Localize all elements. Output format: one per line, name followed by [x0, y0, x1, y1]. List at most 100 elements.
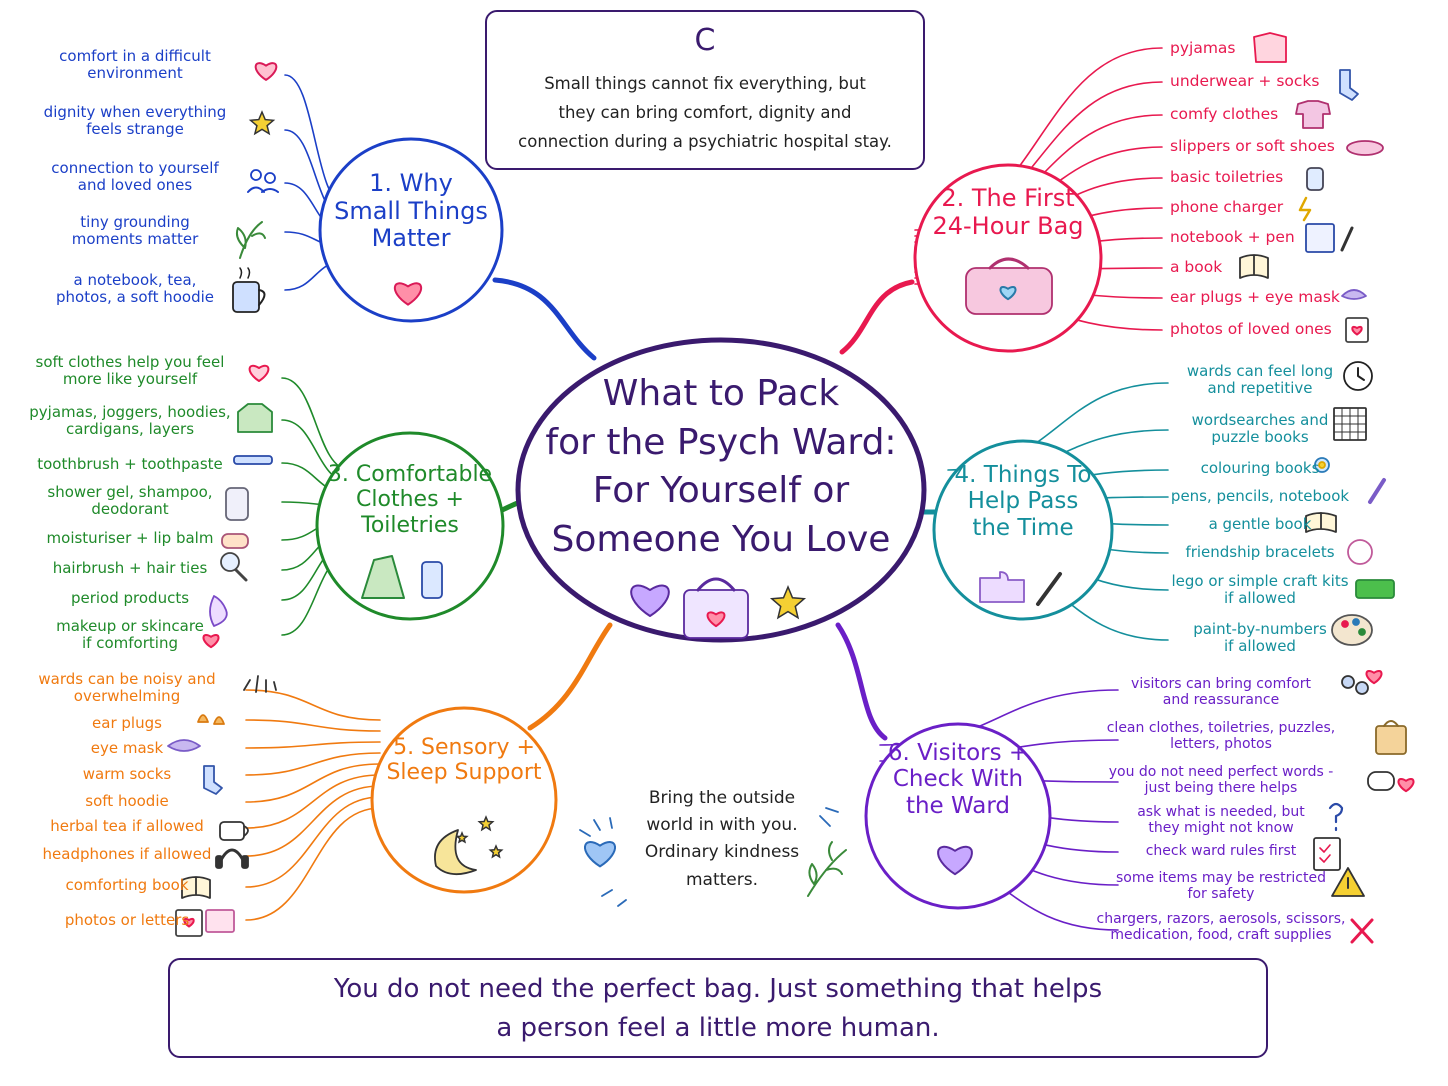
sensory-item-line: soft hoodie: [85, 792, 169, 810]
bag-item: photos of loved ones: [1170, 320, 1332, 339]
core-idea-box: [485, 10, 925, 170]
connector-sensory: [245, 689, 381, 721]
clothes-item-line: shower gel, shampoo,: [47, 483, 213, 501]
clothes-item-line: if comforting: [82, 634, 178, 653]
people-heart-icon: [1341, 675, 1355, 689]
clothes-title-line: Clothes +: [356, 487, 464, 513]
x-icon: [1350, 918, 1374, 944]
clothes-item: shower gel, shampoo,deodorant: [20, 483, 240, 519]
visitors-item-line: for safety: [1187, 886, 1255, 903]
puzzle-icon: [979, 571, 1025, 603]
heart-icon: [583, 841, 617, 868]
bag-item-line: ear plugs + eye mask: [1170, 288, 1340, 306]
heart-icon: [706, 611, 726, 628]
hairbrush-icon: [220, 552, 240, 572]
time-item-line: if allowed: [1224, 637, 1296, 656]
tshirt-icon: [1295, 100, 1331, 129]
book-icon: [181, 876, 211, 899]
sensory-item-line: warm socks: [82, 765, 172, 783]
clothes-item: moisturiser + lip balm: [20, 529, 240, 547]
bag-title-line: 24-Hour Bag: [932, 211, 1084, 240]
why-item: a notebook, tea,photos, a soft hoodie: [20, 271, 250, 307]
connector-sensory: [245, 785, 381, 857]
sensory-title: 5. Sensory +Sleep Support: [372, 735, 556, 786]
clothes-item-line: pyjamas, joggers, hoodies,: [29, 403, 231, 421]
core-idea-title-line: C: [694, 23, 716, 58]
sensory-item-line: comforting book: [65, 876, 189, 894]
toothbrush-icon: [233, 455, 273, 465]
center-title-line: Someone You Love: [551, 518, 891, 560]
why-title-line: Small Things: [334, 196, 488, 225]
time-item-line: if allowed: [1224, 589, 1296, 608]
core-idea-text-line: connection during a psychiatric hospital…: [518, 131, 892, 151]
time-item-line: friendship bracelets: [1185, 543, 1335, 561]
paint-dot: [1341, 620, 1349, 628]
heart-icon: [183, 917, 195, 928]
time-item-line: lego or simple craft kits: [1171, 572, 1349, 590]
bag-item-line: pyjamas: [1170, 39, 1236, 57]
why-item-line: connection to yourself: [51, 159, 219, 177]
bag-item-line: comfy clothes: [1170, 105, 1279, 123]
bag-title-line: 2. The First: [941, 184, 1075, 212]
time-item: pens, pencils, notebook: [1170, 487, 1350, 505]
pencil-icon: [1036, 572, 1062, 606]
lightning-icon: [1298, 196, 1312, 222]
paint-dot: [1352, 618, 1360, 626]
sensory-title-line: 5. Sensory +: [393, 735, 535, 760]
time-item-line: wordsearches and: [1191, 411, 1329, 429]
clothes-item: period products: [20, 589, 240, 607]
bag-item-line: basic toiletries: [1170, 168, 1284, 186]
time-item: friendship bracelets: [1170, 543, 1350, 561]
tube-icon: [421, 561, 443, 599]
sensory-item-line: ear plugs: [92, 714, 162, 732]
time-item-line: and repetitive: [1207, 379, 1313, 398]
sensory-item: warm socks: [22, 765, 232, 783]
center-ellipse: [515, 337, 927, 643]
star-icon: [477, 815, 495, 832]
center-title-line: for the Psych Ward:: [545, 421, 897, 463]
core-idea-text-line: Small things cannot fix everything, but: [544, 74, 866, 93]
time-item: colouring books: [1170, 459, 1350, 477]
sensory-item-line: photos or letters: [64, 911, 190, 929]
people-icon: [250, 169, 262, 181]
connector-sensory: [245, 741, 381, 749]
pyjamas-icon: [1253, 32, 1287, 63]
clothes-item: toothbrush + toothpaste: [20, 455, 240, 473]
bag-item-line: underwear + socks: [1170, 72, 1320, 90]
sock-icon: [1339, 69, 1359, 101]
clothes-item-line: makeup or skincare: [56, 617, 204, 635]
core-idea-title: C: [485, 23, 925, 59]
bag-item: underwear + socks: [1170, 72, 1320, 91]
visitors-item-line: medication, food, craft supplies: [1110, 927, 1332, 944]
sprout-icon: [235, 221, 266, 259]
bag-item: basic toiletries: [1170, 168, 1284, 187]
visitors-item-line: just being there helps: [1144, 780, 1298, 797]
visitors-item-line: ask what is needed, but: [1137, 804, 1305, 820]
link-sensory: [527, 622, 613, 731]
jar-icon: [221, 533, 249, 549]
sensory-item-line: eye mask: [90, 739, 164, 757]
question-icon: [1328, 802, 1344, 832]
sweater-icon: [237, 403, 273, 433]
people-icon: [264, 172, 276, 184]
sensory-item-line: herbal tea if allowed: [50, 817, 204, 835]
clothes-item-line: moisturiser + lip balm: [46, 529, 214, 547]
why-title-line: 1. Why: [369, 169, 453, 197]
sensory-circle: [370, 706, 558, 894]
clothes-item-line: hairbrush + hair ties: [52, 559, 208, 577]
why-item-line: comfort in a difficult: [59, 47, 211, 65]
heart-icon: [202, 634, 220, 649]
